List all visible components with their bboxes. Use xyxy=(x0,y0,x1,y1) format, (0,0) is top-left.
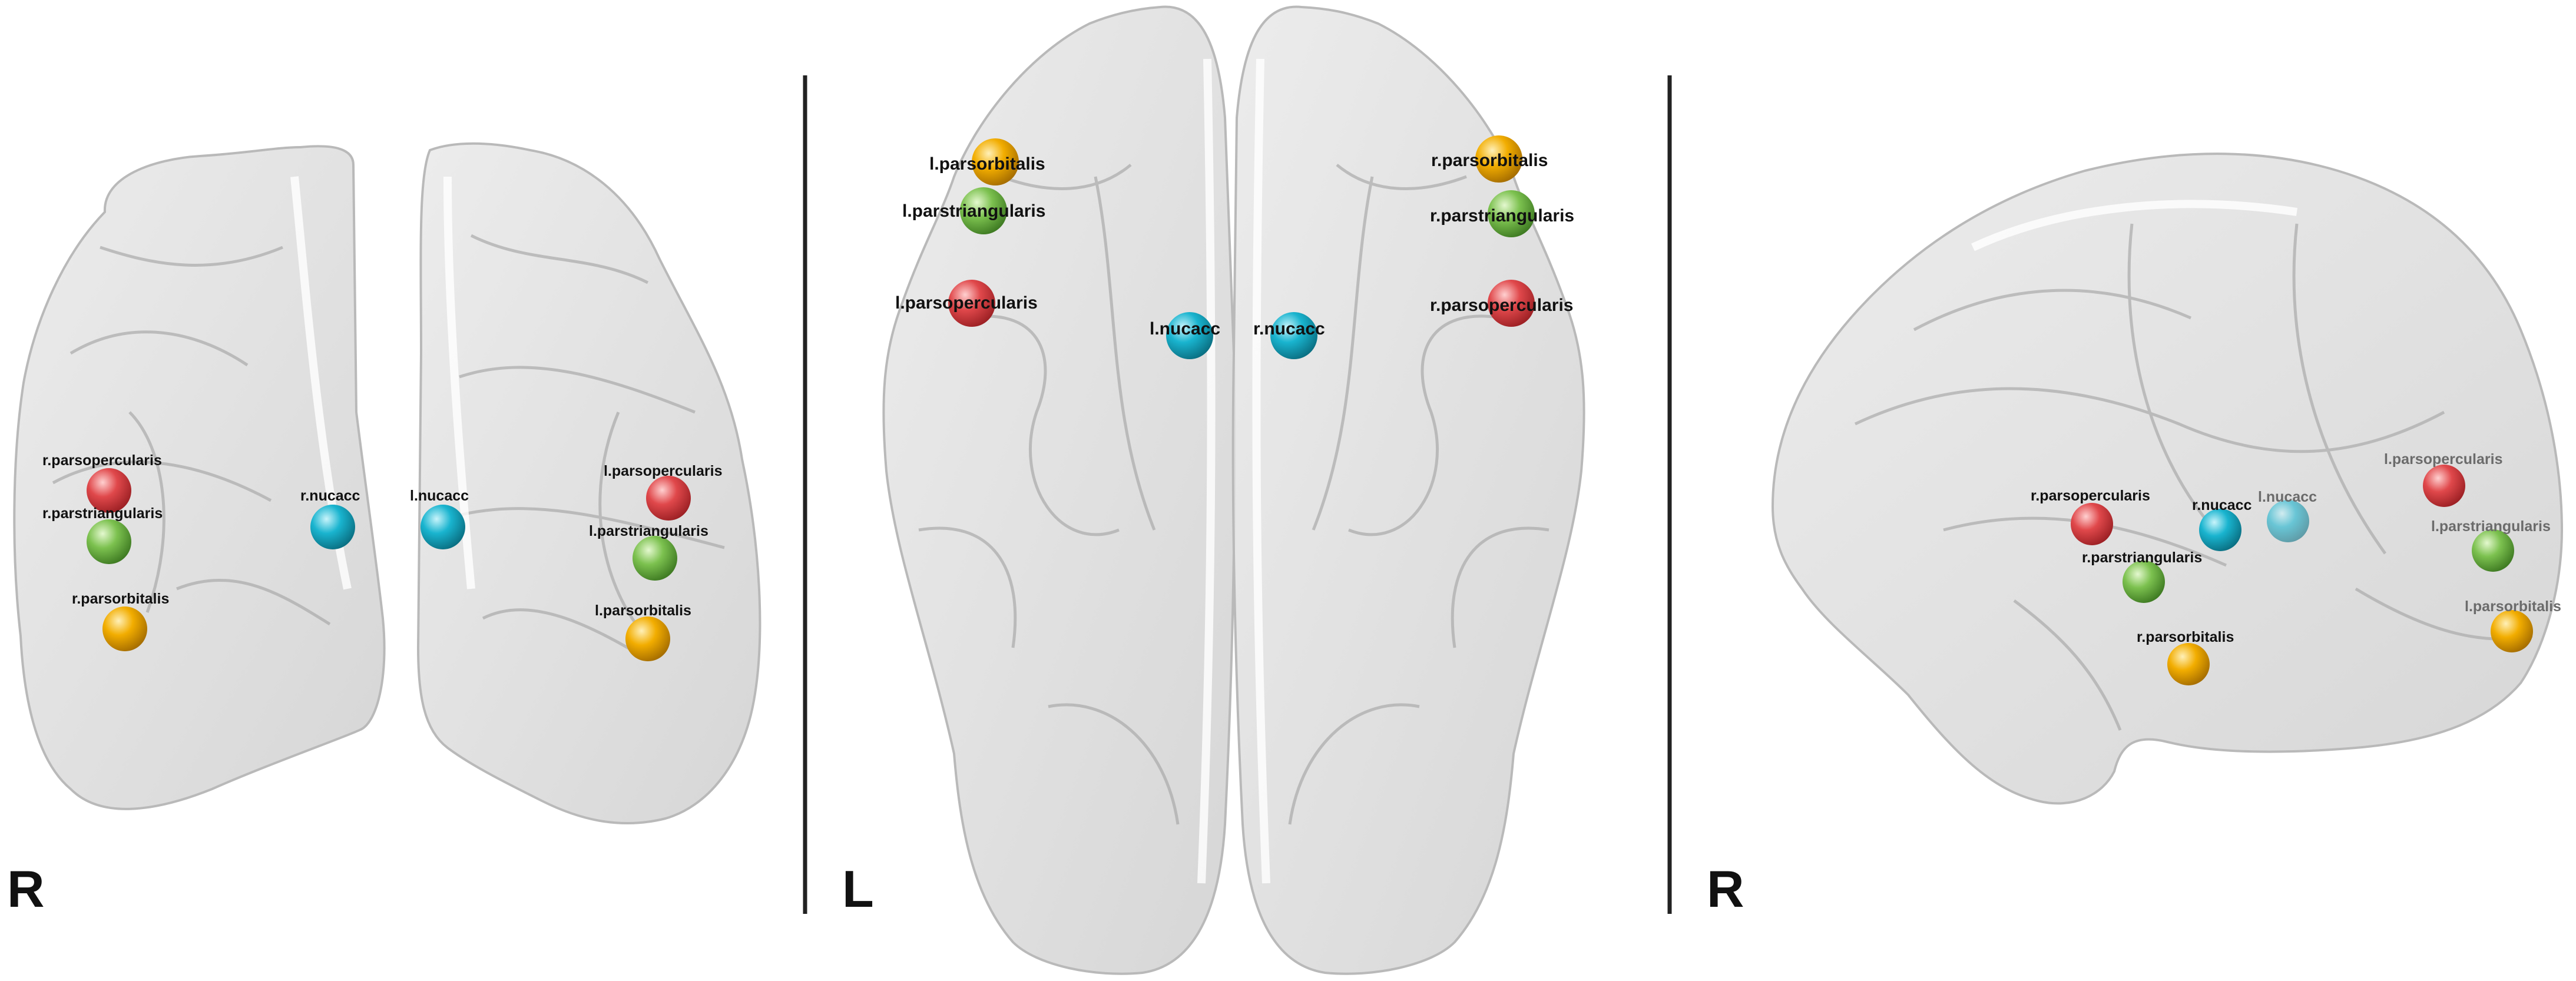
coronal-node-l-nucacc: l.nucacc xyxy=(410,488,469,549)
coronal-node-l-parsorbitalis: l.parsorbitalis xyxy=(595,602,691,661)
sagittal-nodes: r.parsopercularis r.nucacc l.nucacc l.parso… xyxy=(2031,451,2561,685)
axial-node-l-parsorbitalis: l.parsorbitalis xyxy=(929,138,1045,185)
coronal-node-sphere xyxy=(87,468,131,513)
coronal-node-label: r.parsopercularis xyxy=(42,452,162,469)
sagittal-node-label: r.parsopercularis xyxy=(2031,488,2150,504)
axial-orientation-label: L xyxy=(842,860,874,918)
coronal-node-label: r.nucacc xyxy=(300,488,360,504)
sagittal-node-sphere xyxy=(2472,529,2514,572)
coronal-node-r-parstriangularis: r.parstriangularis xyxy=(42,505,163,564)
axial-node-label: r.parsorbitalis xyxy=(1431,151,1548,170)
sagittal-node-r-parstriangularis: r.parstriangularis xyxy=(2082,549,2202,603)
axial-node-sphere xyxy=(1488,190,1535,237)
coronal-node-sphere xyxy=(625,617,670,661)
sagittal-node-sphere xyxy=(2491,610,2533,652)
axial-node-l-parstriangularis: l.parstriangularis xyxy=(902,187,1045,234)
axial-node-r-nucacc: r.nucacc xyxy=(1253,312,1325,359)
coronal-node-label: l.nucacc xyxy=(410,488,469,504)
sagittal-node-label: l.parstriangularis xyxy=(2431,518,2551,535)
coronal-right-hemisphere xyxy=(13,145,386,810)
axial-node-sphere xyxy=(948,280,995,327)
sagittal-brain xyxy=(1771,153,2564,805)
axial-node-l-parsopercularis: l.parsopercularis xyxy=(895,280,1038,327)
axial-node-label: r.parstriangularis xyxy=(1430,206,1574,226)
coronal-node-r-nucacc: r.nucacc xyxy=(300,488,360,549)
coronal-node-sphere xyxy=(646,476,691,521)
axial-node-sphere xyxy=(960,187,1007,234)
sagittal-node-label: r.nucacc xyxy=(2192,497,2252,513)
coronal-node-label: l.parsorbitalis xyxy=(595,602,691,619)
sagittal-node-sphere xyxy=(2071,503,2113,545)
coronal-node-sphere xyxy=(420,505,465,549)
coronal-panel: r.parsopercularis r.parstriangularis r.par… xyxy=(7,142,761,918)
axial-left-hemisphere xyxy=(882,5,1236,975)
sagittal-node-r-parsopercularis: r.parsopercularis xyxy=(2031,488,2150,545)
coronal-node-label: l.parstriangularis xyxy=(589,523,708,539)
coronal-node-r-parsopercularis: r.parsopercularis xyxy=(42,452,162,513)
sagittal-node-label: r.parsorbitalis xyxy=(2137,629,2234,645)
sagittal-node-l-parsopercularis: l.parsopercularis xyxy=(2384,451,2502,507)
axial-node-sphere xyxy=(1270,312,1317,359)
axial-node-label: r.nucacc xyxy=(1253,319,1325,339)
coronal-nodes: r.parsopercularis r.parstriangularis r.par… xyxy=(42,452,722,661)
sagittal-panel: r.parsopercularis r.nucacc l.nucacc l.parso… xyxy=(1707,153,2564,918)
coronal-node-sphere xyxy=(87,519,131,564)
sagittal-node-label: l.parsopercularis xyxy=(2384,451,2502,468)
coronal-left-hemisphere xyxy=(416,142,761,825)
coronal-node-label: r.parsorbitalis xyxy=(72,591,169,607)
axial-node-label: l.parsopercularis xyxy=(895,293,1038,313)
coronal-node-sphere xyxy=(633,536,677,581)
sagittal-node-label: l.nucacc xyxy=(2258,489,2317,505)
sagittal-orientation-label: R xyxy=(1707,860,1744,918)
axial-node-r-parstriangularis: r.parstriangularis xyxy=(1430,190,1574,237)
sagittal-node-r-nucacc: r.nucacc xyxy=(2192,497,2252,551)
axial-node-sphere xyxy=(972,138,1019,185)
axial-node-r-parsopercularis: r.parsopercularis xyxy=(1430,280,1573,327)
sagittal-node-l-nucacc: l.nucacc xyxy=(2258,489,2317,542)
sagittal-node-label: r.parstriangularis xyxy=(2082,549,2202,566)
axial-nodes: l.parsorbitalis l.parstriangularis l.parso… xyxy=(895,135,1574,359)
axial-node-sphere xyxy=(1166,312,1213,359)
axial-node-label: r.parsopercularis xyxy=(1430,296,1573,315)
axial-node-sphere xyxy=(1475,135,1522,183)
coronal-node-l-parsopercularis: l.parsopercularis xyxy=(604,463,722,521)
sagittal-node-sphere xyxy=(2423,465,2465,507)
sagittal-node-sphere xyxy=(2267,500,2309,542)
axial-node-l-nucacc: l.nucacc xyxy=(1150,312,1220,359)
sagittal-node-label: l.parsorbitalis xyxy=(2465,598,2561,615)
sagittal-node-r-parsorbitalis: r.parsorbitalis xyxy=(2137,629,2234,685)
axial-node-label: l.parsorbitalis xyxy=(929,154,1045,174)
axial-node-sphere xyxy=(1488,280,1535,327)
coronal-orientation-label: R xyxy=(7,860,45,918)
coronal-node-sphere xyxy=(310,505,355,549)
sagittal-node-l-parstriangularis: l.parstriangularis xyxy=(2431,518,2551,572)
coronal-node-r-parsorbitalis: r.parsorbitalis xyxy=(72,591,169,651)
coronal-node-label: l.parsopercularis xyxy=(604,463,722,479)
sagittal-node-l-parsorbitalis: l.parsorbitalis xyxy=(2465,598,2561,652)
axial-node-label: l.nucacc xyxy=(1150,319,1220,339)
axial-panel: l.parsorbitalis l.parstriangularis l.parso… xyxy=(842,5,1585,975)
axial-node-r-parsorbitalis: r.parsorbitalis xyxy=(1431,135,1548,183)
axial-node-label: l.parstriangularis xyxy=(902,201,1045,221)
coronal-node-sphere xyxy=(102,607,147,651)
coronal-node-l-parstriangularis: l.parstriangularis xyxy=(589,523,708,581)
sagittal-node-sphere xyxy=(2199,509,2241,551)
sagittal-node-sphere xyxy=(2167,643,2210,685)
coronal-node-label: r.parstriangularis xyxy=(42,505,163,522)
sagittal-node-sphere xyxy=(2123,561,2165,603)
